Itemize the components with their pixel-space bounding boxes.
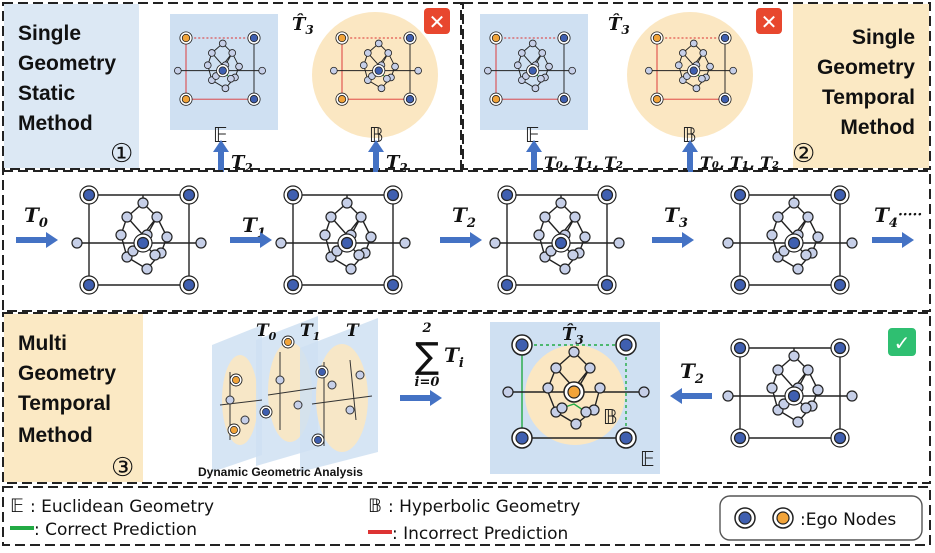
graph-step-2-bottom xyxy=(722,338,858,448)
legend-correct-swatch xyxy=(10,526,34,530)
right-badge xyxy=(888,328,916,356)
sum-body: Ti xyxy=(444,343,464,371)
layer-t2-label: T xyxy=(346,321,360,341)
panel3-number: ③ xyxy=(111,453,134,483)
step-t0-label: T0 xyxy=(24,203,48,231)
target-label-3: T̂3 xyxy=(562,323,584,347)
step-t2-label-4: T2 xyxy=(680,359,704,387)
euclid-symbol-2: 𝔼 xyxy=(525,123,540,147)
layer-t1-label: T1 xyxy=(300,321,320,343)
wrong-badge-1 xyxy=(424,8,450,34)
arrow-t2-back xyxy=(670,388,712,404)
layer-stack: T0 T1 T xyxy=(212,316,378,472)
panel2-line-3: Temporal xyxy=(822,86,915,109)
panel-single-static: Single Geometry Static Method ① 𝔼 T2 T̂3… xyxy=(2,2,462,175)
panel2-line-2: Geometry xyxy=(817,56,915,79)
arrow-t2 xyxy=(440,232,482,248)
legend: 𝔼 : Euclidean Geometry : Correct Predict… xyxy=(2,486,931,546)
legend-incorrect-label: : Incorrect Prediction xyxy=(392,524,568,544)
graph-step-3 xyxy=(722,185,858,295)
layer-t0-label: T0 xyxy=(256,321,277,343)
graph-step-2 xyxy=(489,185,625,295)
target-label-1: T̂3 xyxy=(292,13,314,37)
legend-hyper-symbol: 𝔹 xyxy=(368,495,382,517)
step-t4-label: T4····· xyxy=(874,203,922,231)
legend-ego-blue xyxy=(734,507,756,529)
panel3-line-2: Geometry xyxy=(18,362,116,385)
panel1-number: ① xyxy=(110,139,133,169)
legend-ego-label: :Ego Nodes xyxy=(800,510,896,530)
euclid-symbol-1: 𝔼 xyxy=(213,123,228,147)
panel3-line-1: Multi xyxy=(18,332,67,355)
panel2-line-4: Method xyxy=(840,116,915,139)
panel2-number: ② xyxy=(792,139,815,169)
legend-incorrect-swatch xyxy=(368,530,392,534)
step-t2-label-1: T2 xyxy=(231,152,253,175)
hyper-symbol-2: 𝔹 xyxy=(682,123,697,147)
panel1-line-4: Method xyxy=(18,112,93,135)
euclid-symbol-3: 𝔼 xyxy=(640,447,655,471)
graph-step-0 xyxy=(71,185,207,295)
hyper-symbol-3: 𝔹 xyxy=(603,405,618,429)
panel-single-temporal: Single Geometry Temporal Method ② 𝔼 T₀, … xyxy=(462,2,931,172)
panel1-line-2: Geometry xyxy=(18,52,116,75)
sum-sign: ∑ xyxy=(415,336,439,377)
step-t2-label-3: T2 xyxy=(452,203,476,231)
step-t3-label: T3 xyxy=(664,203,688,231)
hyper-symbol-1: 𝔹 xyxy=(369,123,384,147)
wrong-badge-2 xyxy=(756,8,782,34)
check-icon: ✓ xyxy=(894,331,911,355)
sum-top: 2 xyxy=(421,321,431,336)
legend-correct-label: : Correct Prediction xyxy=(34,520,197,540)
wrong-icon: ✕ xyxy=(761,10,778,34)
step-t2-label-2: T2 xyxy=(386,152,408,175)
panel1-line-3: Static xyxy=(18,82,76,105)
sum-bottom: i=0 xyxy=(415,375,440,390)
wrong-icon: ✕ xyxy=(429,10,446,34)
panel2-line-1: Single xyxy=(852,26,915,49)
seq-label-1: T₀, T₁, T₂ xyxy=(544,153,623,172)
panel3-line-4: Method xyxy=(18,424,93,447)
panel1-line-1: Single xyxy=(18,22,81,45)
caption: Dynamic Geometric Analysis xyxy=(198,465,363,479)
legend-ego-box xyxy=(719,495,923,541)
legend-hyper-label: : Hyperbolic Geometry xyxy=(388,497,580,517)
legend-ego-orange xyxy=(772,507,794,529)
panel3-line-3: Temporal xyxy=(18,392,111,415)
panel-timeline: T0 T1 T2 T3 T4····· xyxy=(2,170,931,312)
arrow-sum xyxy=(400,390,442,406)
target-label-2: T̂3 xyxy=(608,13,630,37)
legend-euclid-label: : Euclidean Geometry xyxy=(30,497,214,517)
seq-label-2: T₀, T₁, T₂ xyxy=(700,153,779,172)
graph-step-1 xyxy=(275,185,411,295)
arrow-t0 xyxy=(16,232,58,248)
panel-multi-temporal: Multi Geometry Temporal Method ③ xyxy=(2,312,931,484)
arrow-t3 xyxy=(652,232,694,248)
arrow-t4 xyxy=(872,232,914,248)
legend-euclid-symbol: 𝔼 xyxy=(10,495,24,517)
